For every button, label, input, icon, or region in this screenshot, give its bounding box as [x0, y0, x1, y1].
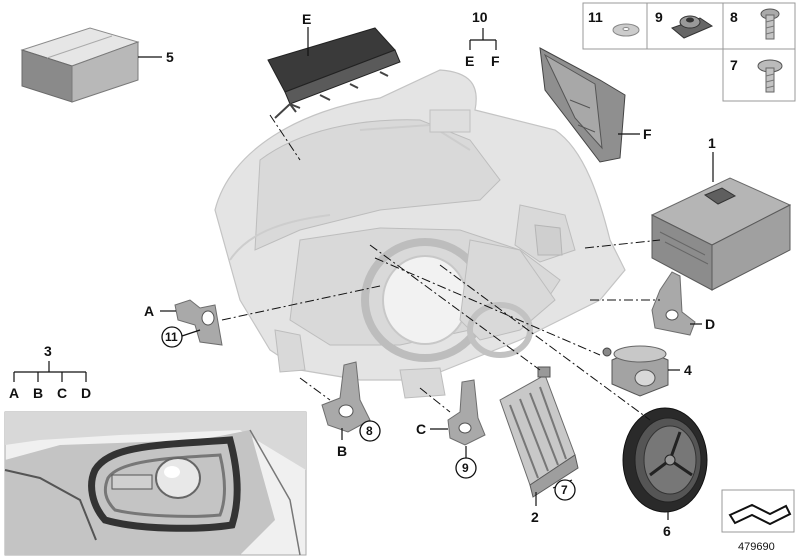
- part-F-cover: [539, 47, 626, 163]
- part-2-heat-sink: [499, 366, 579, 498]
- leader-11: [181, 329, 201, 337]
- callout-11-circle: [161, 326, 183, 348]
- callout-8-circle: [359, 420, 381, 442]
- screw-icon: [760, 8, 780, 40]
- group-10-number: 10: [472, 9, 488, 25]
- direction-arrow-icon: [728, 503, 792, 526]
- reference-arrow-box: 479690: [721, 489, 795, 553]
- group-10: 10 E F: [465, 9, 500, 69]
- part-4-actuator: [602, 345, 669, 397]
- group-10-letter-F: F: [491, 53, 500, 69]
- callout-A: A: [144, 303, 154, 319]
- reference-number: 479690: [738, 541, 775, 553]
- legend-7: 7: [730, 57, 738, 73]
- group-3-letter-B: B: [33, 385, 43, 401]
- legend-8: 8: [730, 9, 738, 25]
- part-1-control-unit: [650, 177, 792, 291]
- group-3-number: 3: [44, 343, 52, 359]
- collar-screw-icon: [757, 59, 783, 93]
- part-E-cover: [267, 27, 401, 119]
- callout-C: C: [416, 421, 426, 437]
- group-3-letter-A: A: [9, 385, 19, 401]
- callout-2: 2: [531, 509, 539, 525]
- headlight-housing: [214, 69, 626, 399]
- callout-F: F: [643, 126, 652, 142]
- part-C-bracket: [447, 379, 486, 446]
- callout-B: B: [337, 443, 347, 459]
- part-D-bracket: [651, 271, 696, 336]
- clip-nut-icon: [671, 15, 714, 39]
- group-3-letter-D: D: [81, 385, 91, 401]
- callout-11: 11: [165, 330, 178, 344]
- legend-11: 11: [588, 9, 603, 25]
- group-3: 3 A B C D: [9, 343, 91, 401]
- callout-6: 6: [663, 523, 671, 539]
- group-3-letter-C: C: [57, 385, 67, 401]
- callout-1: 1: [708, 135, 716, 151]
- callout-7-circle: [554, 479, 576, 501]
- small-parts-legend: 11 9 8 7: [582, 2, 796, 102]
- callout-E: E: [302, 11, 311, 27]
- assembly-lines: [221, 114, 661, 421]
- callout-9: 9: [462, 461, 469, 475]
- legend-9: 9: [655, 9, 663, 25]
- callout-5: 5: [166, 49, 174, 65]
- part-5-box: [20, 27, 140, 103]
- callout-4: 4: [684, 362, 692, 378]
- callout-D: D: [705, 316, 715, 332]
- part-B-bracket: [321, 361, 371, 433]
- part-6-cap: [622, 407, 708, 513]
- part-A-bracket: [174, 299, 223, 346]
- callout-8: 8: [366, 424, 373, 438]
- callout-7: 7: [561, 483, 568, 497]
- vehicle-inset: [4, 411, 307, 556]
- group-10-letter-E: E: [465, 53, 474, 69]
- callout-9-circle: [455, 457, 477, 479]
